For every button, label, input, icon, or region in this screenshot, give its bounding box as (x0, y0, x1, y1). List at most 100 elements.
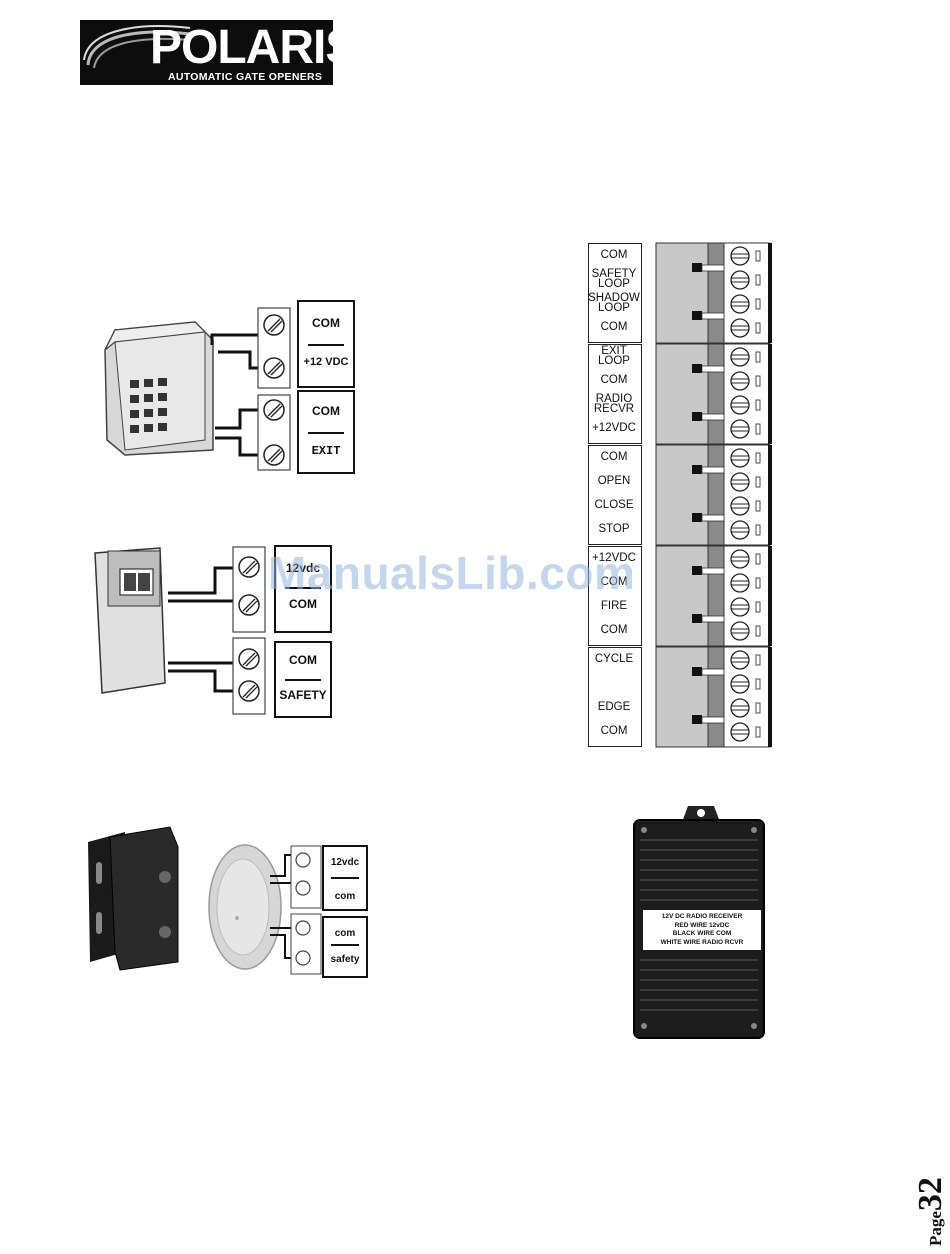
reflector-power-label: 12vdc com (322, 845, 368, 911)
terminal-rail (707, 242, 725, 344)
connector-notch (692, 513, 702, 522)
connector-notch (692, 566, 702, 575)
photo-eye-com-label: COM (289, 597, 317, 611)
terminal-slot (755, 625, 761, 637)
connector-pin (701, 365, 725, 373)
terminal-slot (755, 274, 761, 286)
screw-icon (730, 294, 750, 314)
divider (330, 944, 360, 946)
photo-eye-safety-label: COM SAFETY (274, 641, 332, 718)
logo-swoosh-icon (83, 25, 191, 69)
keypad-com-label: COM (312, 316, 340, 330)
terminal-body (655, 343, 709, 445)
terminal-screw-block (723, 545, 771, 647)
terminal-label-block (588, 647, 642, 747)
screw-icon (730, 347, 750, 367)
photo-eye-com2-label: COM (289, 653, 317, 667)
connector-notch (692, 311, 702, 320)
logo-name: POLARIS (150, 21, 333, 74)
terminal-slot (755, 577, 761, 589)
reflector-safety-label: com safety (322, 916, 368, 978)
keypad-illustration (104, 321, 214, 456)
screw-icon (730, 549, 750, 569)
connector-notch (692, 465, 702, 474)
screw-icon (730, 722, 750, 742)
photo-eye-12vdc-label: 12vdc (285, 561, 321, 575)
connector-pin (701, 567, 725, 575)
connector-pin (701, 264, 725, 272)
terminal-slot (755, 601, 761, 613)
connector-pin (701, 466, 725, 474)
connector-notch (692, 715, 702, 724)
terminal-screw-block (723, 242, 771, 344)
receiver-line-4: WHITE WIRE RADIO RCVR (660, 938, 744, 946)
reflector-com-label: com (334, 891, 356, 902)
connector-pin (701, 716, 725, 724)
photo-eye-power-label: 12vdc COM (274, 545, 332, 633)
terminal-slot (755, 553, 761, 565)
polaris-logo: POLARIS AUTOMATIC GATE OPENERS (80, 20, 333, 85)
terminal-label: EDGE (597, 701, 631, 713)
connector-notch (692, 412, 702, 421)
terminal-slot (755, 702, 761, 714)
connector-notch (692, 614, 702, 623)
screw-icon (730, 371, 750, 391)
screw-icon (730, 419, 750, 439)
radio-receiver-label: 12V DC RADIO RECEIVER RED WIRE 12vDC BLA… (643, 910, 761, 950)
divider (307, 432, 345, 434)
terminal-label: CYCLE (594, 653, 634, 665)
logo-tagline: AUTOMATIC GATE OPENERS (168, 71, 323, 83)
terminal-label: FIRE (600, 600, 628, 612)
connector-pin (701, 668, 725, 676)
connector-notch (692, 263, 702, 272)
divider (307, 344, 345, 346)
divider (284, 587, 322, 589)
connector-notch (692, 364, 702, 373)
receiver-line-3: BLACK WIRE COM (672, 930, 732, 937)
keypad-exit-label: COM EXIT (297, 390, 355, 474)
connector-pin (701, 514, 725, 522)
terminal-slot (755, 524, 761, 536)
terminal-label: COM (600, 249, 628, 261)
terminal-body (655, 444, 709, 546)
page-word: Page (926, 1211, 945, 1246)
watermark: ManualsLib.com (268, 547, 636, 599)
sensor-bracket-illustration (88, 826, 179, 971)
terminal-label: STOP (598, 523, 630, 535)
terminal-slot (755, 375, 761, 387)
screw-icon (730, 496, 750, 516)
terminal-slot (755, 726, 761, 738)
terminal-slot (755, 452, 761, 464)
keypad-exit-text: EXIT (311, 444, 341, 458)
terminal-slot (755, 423, 761, 435)
terminal-body (655, 242, 709, 344)
terminal-edge (768, 445, 772, 545)
terminal-label: COM (600, 624, 628, 636)
screw-icon (730, 621, 750, 641)
connector-pin (701, 615, 725, 623)
screw-icon (730, 395, 750, 415)
terminal-slot (755, 399, 761, 411)
terminal-edge (768, 344, 772, 444)
screw-icon (730, 650, 750, 670)
connector-notch (692, 667, 702, 676)
keypad-wiring (210, 307, 291, 471)
terminal-rail (707, 646, 725, 748)
connector-pin (701, 312, 725, 320)
terminal-label-block (588, 445, 642, 545)
terminal-slot (755, 654, 761, 666)
terminal-label-block (588, 243, 642, 343)
terminal-slot (755, 678, 761, 690)
divider (330, 877, 360, 879)
receiver-line-2: RED WIRE 12vDC (674, 921, 730, 929)
terminal-label: COM (600, 725, 628, 737)
terminal-slot (755, 500, 761, 512)
terminal-slot (755, 351, 761, 363)
screw-icon (730, 246, 750, 266)
terminal-rail (707, 444, 725, 546)
receiver-line-1: 12V DC RADIO RECEIVER (661, 913, 743, 920)
terminal-body (655, 646, 709, 748)
page-number-value: 32 (912, 1177, 949, 1212)
